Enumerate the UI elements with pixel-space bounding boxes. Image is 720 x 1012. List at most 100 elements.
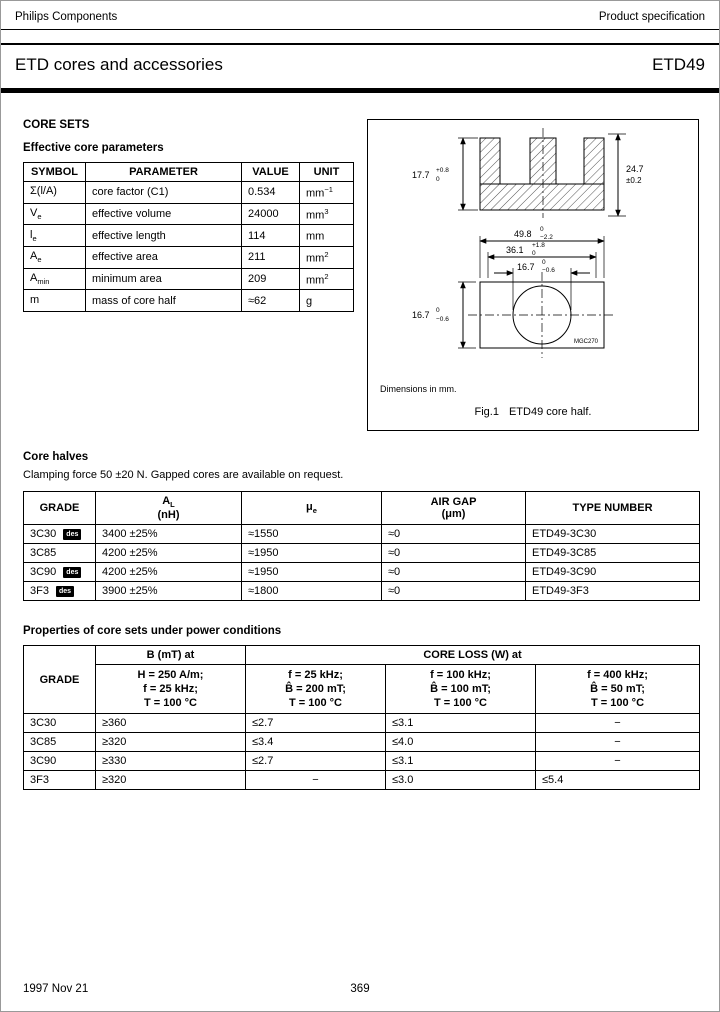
cell-loss-25khz: ≤2.7 xyxy=(245,751,386,772)
cell-loss-100khz: ≤3.0 xyxy=(385,770,536,791)
cell-b: ≥320 xyxy=(95,732,246,753)
col-header-unit: UNIT xyxy=(299,162,354,182)
cell-loss-25khz: − xyxy=(245,770,386,791)
condition-line: f = 100 kHz; xyxy=(430,669,491,682)
cell-symbol: Ae xyxy=(23,245,86,269)
cell-grade: 3C30 xyxy=(23,713,96,734)
cell-loss-400khz: − xyxy=(534,713,701,734)
cell-air-gap: ≈0 xyxy=(381,524,526,545)
cell-loss-25khz: ≤2.7 xyxy=(245,713,386,734)
unit-base: mm xyxy=(306,252,325,265)
subheading-effective-core-parameters: Effective core parameters xyxy=(23,142,164,154)
unit-base: mm xyxy=(306,230,325,243)
symbol-base: Σ(l/A) xyxy=(30,185,57,198)
clamping-force-note: Clamping force 50 ±20 N. Gapped cores ar… xyxy=(23,469,344,481)
condition-line: T = 100 °C xyxy=(433,697,487,710)
grade-label: 3C30 xyxy=(30,528,57,541)
cell-symbol: Amin xyxy=(23,267,86,291)
unit-sup: 3 xyxy=(324,206,329,216)
title-bar: ETD cores and accessories ETD49 xyxy=(1,43,719,93)
cell-unit: mm2 xyxy=(299,245,354,269)
dim-height-tol-top: +0.8 xyxy=(436,167,449,174)
cell-loss-100khz: ≤3.1 xyxy=(385,751,536,772)
cell-symbol: m xyxy=(23,289,86,312)
dim-plate-tol-top: 0 xyxy=(436,307,440,314)
cell-loss-100khz: ≤3.1 xyxy=(385,713,536,734)
header-doc-type: Product specification xyxy=(598,11,705,23)
cell-unit: mm−1 xyxy=(299,181,354,204)
condition-loss-25khz: f = 25 kHz; B̂ = 200 mT; T = 100 °C xyxy=(245,664,386,715)
col-header-type-number: TYPE NUMBER xyxy=(525,490,700,526)
col-header-grade: GRADE xyxy=(23,645,96,715)
table-header-row: H = 250 A/m; f = 25 kHz; T = 100 °C f = … xyxy=(24,664,701,715)
dim-height-tol-bot: 0 xyxy=(436,176,440,183)
condition-b-column: H = 250 A/m; f = 25 kHz; T = 100 °C xyxy=(95,664,246,715)
cell-grade: 3C85des xyxy=(23,543,96,564)
dim-depth-tol: ±0.2 xyxy=(626,176,642,185)
power-conditions-table: GRADE B (mT) at CORE LOSS (W) at H = 250… xyxy=(23,645,701,791)
condition-line: f = 25 kHz; xyxy=(143,683,198,696)
header-company: Philips Components xyxy=(15,11,118,23)
core-halves-table: GRADE AL(nH) μe AIR GAP(μm) TYPE NUMBER … xyxy=(23,490,700,602)
col-header-al: AL(nH) xyxy=(95,490,242,526)
col-header-core-loss: CORE LOSS (W) at xyxy=(244,645,701,666)
des-badge: des xyxy=(55,586,75,598)
col-header-mu: μe xyxy=(241,490,382,526)
figure-caption-label: Fig.1 xyxy=(474,406,499,418)
figure-caption: Fig.1 ETD49 core half. xyxy=(368,406,698,418)
cell-parameter: effective volume xyxy=(85,202,242,226)
dim-outer-tol-top: 0 xyxy=(540,226,544,233)
dim-inner-tol-bot: 0 xyxy=(532,250,536,257)
table-row: Ve effective volume 24000 mm3 xyxy=(23,202,354,226)
cell-parameter: effective area xyxy=(85,245,242,269)
grade-label: 3C90 xyxy=(30,566,57,579)
section-heading-core-sets: CORE SETS xyxy=(23,119,90,131)
unit-base: g xyxy=(306,295,313,308)
unit-base: mm xyxy=(306,187,325,200)
cell-loss-400khz: ≤5.4 xyxy=(534,770,701,791)
al-symbol: A xyxy=(162,495,171,507)
figure-core-half: 17.7 +0.8 0 24.7 ±0.2 49.8 0 −2.2 xyxy=(367,119,699,431)
symbol-sub: e xyxy=(32,233,37,243)
cell-grade: 3C90 xyxy=(23,751,96,772)
condition-line: B̂ = 100 mT; xyxy=(430,683,491,696)
symbol-base: A xyxy=(30,250,38,263)
section-heading-core-halves: Core halves xyxy=(23,451,89,463)
col-header-value: VALUE xyxy=(241,162,300,182)
page-title: ETD cores and accessories xyxy=(15,55,223,74)
air-gap-label: AIR GAP xyxy=(430,496,477,509)
symbol-sub: e xyxy=(37,212,42,222)
cell-value: 0.534 xyxy=(241,181,300,204)
table-row: Ae effective area 211 mm2 xyxy=(23,245,354,269)
condition-line: H = 250 A/m; xyxy=(137,669,204,682)
table-row: Σ(l/A) core factor (C1) 0.534 mm−1 xyxy=(23,181,354,204)
symbol-base: V xyxy=(30,206,38,219)
condition-line: f = 25 kHz; xyxy=(288,669,343,682)
mu-symbol: μ xyxy=(306,501,313,513)
condition-loss-400khz: f = 400 kHz; B̂ = 50 mT; T = 100 °C xyxy=(534,664,701,715)
cell-symbol: Ve xyxy=(23,202,86,226)
figure-units-note: Dimensions in mm. xyxy=(380,384,457,394)
cell-loss-25khz: ≤3.4 xyxy=(245,732,386,753)
figure-caption-text: ETD49 core half. xyxy=(508,406,592,418)
cell-al: 4200 ±25% xyxy=(95,543,242,564)
condition-line: B̂ = 200 mT; xyxy=(285,683,346,696)
dim-plate-tol-bot: −0.6 xyxy=(436,316,449,323)
cell-value: 24000 xyxy=(241,202,300,226)
cell-b: ≥360 xyxy=(95,713,246,734)
al-unit: (nH) xyxy=(157,509,180,522)
effective-core-parameters-table: SYMBOL PARAMETER VALUE UNIT Σ(l/A) core … xyxy=(23,162,354,312)
unit-sup: 2 xyxy=(324,271,329,281)
cell-parameter: mass of core half xyxy=(85,289,242,312)
condition-line: T = 100 °C xyxy=(591,697,645,710)
condition-line: T = 100 °C xyxy=(288,697,342,710)
cell-b: ≥320 xyxy=(95,770,246,791)
condition-line: T = 100 °C xyxy=(143,697,197,710)
footer-page-number: 369 xyxy=(350,983,370,995)
cell-parameter: effective length xyxy=(85,224,242,247)
symbol-sub: min xyxy=(37,277,50,287)
